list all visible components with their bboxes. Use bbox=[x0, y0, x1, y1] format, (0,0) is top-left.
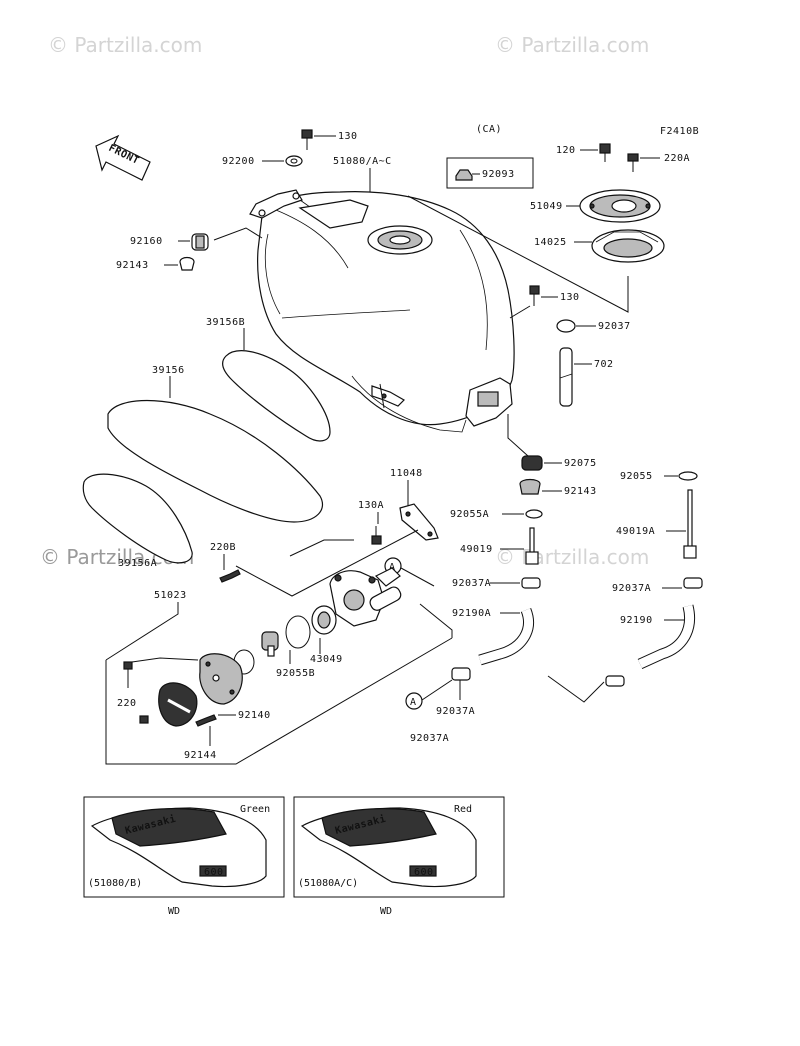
label-92143-top: 92143 bbox=[116, 260, 149, 271]
label-220a: 220A bbox=[664, 153, 690, 164]
fuel-tank-icon bbox=[249, 189, 515, 433]
label-92140: 92140 bbox=[238, 710, 271, 721]
gasket-14025-icon bbox=[591, 229, 665, 263]
clip-92037a-b-icon bbox=[683, 577, 703, 589]
label-51049: 51049 bbox=[530, 201, 563, 212]
label-92037-top: 92037 bbox=[598, 321, 631, 332]
inset-red-badge: 600 bbox=[414, 867, 434, 878]
label-92144: 92144 bbox=[184, 750, 217, 761]
screw-220a-icon bbox=[627, 153, 639, 172]
inset-green: Kawasaki 600 Green (51080/B) WD bbox=[83, 796, 285, 917]
inset-green-color: Green bbox=[240, 804, 270, 815]
label-220: 220 bbox=[117, 698, 137, 709]
pad-39156a-icon bbox=[82, 473, 193, 564]
inset-red-note: WD bbox=[380, 906, 392, 917]
hose-92190-icon bbox=[637, 604, 695, 670]
fuel-tap-51023-icon bbox=[311, 567, 402, 635]
bolt-130a-icon bbox=[371, 526, 382, 545]
label-130-top: 130 bbox=[338, 131, 358, 142]
label-14025: 14025 bbox=[534, 237, 567, 248]
label-92093: 92093 bbox=[482, 169, 515, 180]
label-92037a-b: 92037A bbox=[612, 583, 651, 594]
label-92055a: 92055A bbox=[450, 509, 489, 520]
ca-label: (CA) bbox=[476, 124, 502, 135]
label-92037a-a: 92037A bbox=[452, 578, 491, 589]
label-51080: 51080/A~C bbox=[333, 156, 392, 167]
oring-92055-icon bbox=[678, 471, 698, 481]
label-39156b: 39156B bbox=[206, 317, 245, 328]
label-92143-mid: 92143 bbox=[564, 486, 597, 497]
screw-220-icon bbox=[123, 661, 133, 688]
label-92190a: 92190A bbox=[452, 608, 491, 619]
label-220b: 220B bbox=[210, 542, 236, 553]
label-49019a: 49019A bbox=[616, 526, 655, 537]
pipe-49019-icon bbox=[525, 527, 539, 565]
grommet-92160-icon bbox=[191, 233, 209, 251]
knob-icon bbox=[158, 682, 198, 727]
callout-a-bottom bbox=[405, 692, 423, 710]
oring-92055a-icon bbox=[525, 509, 543, 519]
screw-92140-icon bbox=[195, 714, 217, 727]
label-92190: 92190 bbox=[620, 615, 653, 626]
hose-92190a-icon bbox=[478, 607, 534, 666]
label-120: 120 bbox=[556, 145, 576, 156]
label-702: 702 bbox=[594, 359, 614, 370]
label-92037a-d: 92037A bbox=[410, 733, 449, 744]
label-39156a: 39156A bbox=[118, 558, 157, 569]
front-arrow-icon: FRONT bbox=[95, 134, 151, 181]
inset-green-note: WD bbox=[168, 906, 180, 917]
pad-39156-icon bbox=[107, 400, 324, 523]
label-92055b: 92055B bbox=[276, 668, 315, 679]
inset-red: Kawasaki 600 Red (51080A/C) WD bbox=[293, 796, 505, 917]
lever-shaft-icon bbox=[261, 631, 279, 657]
callout-a-bottom-label: A bbox=[410, 697, 417, 708]
bolt-130-mid-icon bbox=[529, 285, 540, 306]
label-130-mid: 130 bbox=[560, 292, 580, 303]
pipe-49019a-icon bbox=[683, 489, 697, 559]
screw-knob-icon bbox=[139, 715, 149, 724]
fuel-cap-51049-icon bbox=[579, 189, 661, 223]
label-11048: 11048 bbox=[390, 468, 423, 479]
watermark-top-right: © Partzilla.com bbox=[495, 33, 649, 57]
screw-220b-icon bbox=[219, 569, 241, 583]
label-130a: 130A bbox=[358, 500, 384, 511]
watermark-top-left: © Partzilla.com bbox=[48, 33, 202, 57]
inset-red-color: Red bbox=[454, 804, 472, 815]
washer-92200-icon bbox=[285, 155, 303, 167]
grommet-92075-icon bbox=[521, 455, 543, 471]
ca-box bbox=[446, 157, 534, 189]
figure-code: F2410B bbox=[660, 126, 699, 137]
bolt-130-top-icon bbox=[301, 129, 313, 150]
inset-green-badge: 600 bbox=[204, 867, 224, 878]
part-92093-icon bbox=[455, 169, 473, 181]
oring-92055b-icon bbox=[285, 615, 311, 649]
bracket-11048-icon bbox=[399, 503, 439, 541]
tube-702-icon bbox=[559, 347, 573, 407]
label-92075: 92075 bbox=[564, 458, 597, 469]
clip-92037a-a-icon bbox=[521, 577, 541, 589]
label-43049: 43049 bbox=[310, 654, 343, 665]
label-49019: 49019 bbox=[460, 544, 493, 555]
inset-red-code: (51080A/C) bbox=[298, 878, 358, 889]
pad-39156b-icon bbox=[222, 350, 331, 442]
clip-92037a-c-icon bbox=[451, 667, 471, 681]
label-92200: 92200 bbox=[222, 156, 255, 167]
cap-92037-icon bbox=[556, 319, 576, 333]
label-39156: 39156 bbox=[152, 365, 185, 376]
label-92160: 92160 bbox=[130, 236, 163, 247]
clip-lower-right-icon bbox=[605, 675, 625, 687]
collar-92143-mid-icon bbox=[519, 478, 541, 495]
inset-green-code: (51080/B) bbox=[88, 878, 142, 889]
lever-plate-icon bbox=[199, 653, 243, 705]
collar-92143-top-icon bbox=[179, 256, 195, 271]
label-92055: 92055 bbox=[620, 471, 653, 482]
label-51023: 51023 bbox=[154, 590, 187, 601]
label-92037a-c: 92037A bbox=[436, 706, 475, 717]
bolt-120-icon bbox=[599, 143, 611, 162]
